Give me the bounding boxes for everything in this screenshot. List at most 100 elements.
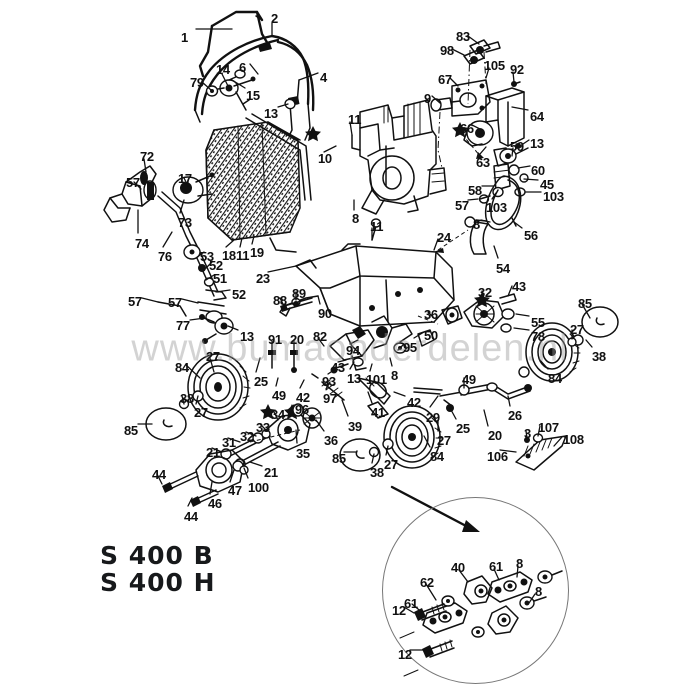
callout-96: 96 (295, 402, 309, 417)
callout-44: 44 (152, 467, 166, 482)
callout-79: 79 (190, 75, 204, 90)
callout-85: 85 (124, 423, 138, 438)
callout-106: 106 (487, 449, 508, 464)
callout-63: 63 (476, 155, 490, 170)
callout-74: 74 (135, 236, 149, 251)
callout-9: 9 (424, 91, 431, 106)
detail-callout-8: 8 (516, 556, 523, 571)
detail-view-circle (382, 497, 569, 684)
callout-54: 54 (496, 261, 510, 276)
callout-91: 91 (268, 332, 282, 347)
callout-43: 43 (512, 279, 526, 294)
callout-50: 50 (424, 328, 438, 343)
callout-64: 64 (530, 109, 544, 124)
callout-105: 105 (484, 58, 505, 73)
model-designation: S 400 B S 400 H (100, 541, 216, 597)
callout-59: 59 (510, 139, 524, 154)
callout-103: 103 (486, 200, 507, 215)
callout-3: 3 (524, 426, 531, 441)
callout-31: 31 (222, 435, 236, 450)
callout-76: 76 (158, 249, 172, 264)
callout-60: 60 (531, 163, 545, 178)
callout-55: 55 (531, 315, 545, 330)
callout-46: 46 (208, 496, 222, 511)
model-line-1: S 400 B (100, 541, 214, 570)
callout-14: 14 (216, 62, 230, 77)
callout-84: 84 (430, 449, 444, 464)
callout-101: 101 (366, 372, 387, 387)
callout-93: 93 (322, 374, 336, 389)
callout-19: 19 (250, 245, 264, 260)
callout-57: 57 (455, 198, 469, 213)
callout-82: 82 (313, 329, 327, 344)
callout-42: 42 (407, 395, 421, 410)
callout-8: 8 (352, 211, 359, 226)
callout-57: 57 (126, 175, 140, 190)
callout-97: 97 (323, 391, 337, 406)
callout-57: 57 (128, 294, 142, 309)
callout-94: 94 (346, 343, 360, 358)
callout-108: 108 (563, 432, 584, 447)
callout-84: 84 (175, 360, 189, 375)
callout-56: 56 (524, 228, 538, 243)
callout-18: 18 (222, 248, 236, 263)
callout-13: 13 (264, 106, 278, 121)
callout-35: 35 (296, 446, 310, 461)
callout-25: 25 (254, 374, 268, 389)
detail-callout-12: 12 (398, 647, 412, 662)
callout-58: 58 (468, 183, 482, 198)
callout-43: 43 (331, 360, 345, 375)
callout-11: 11 (370, 219, 384, 234)
callout-38: 38 (370, 465, 384, 480)
callout-51: 51 (213, 271, 227, 286)
callout-13: 13 (347, 371, 361, 386)
callout-39: 39 (348, 419, 362, 434)
callout-27: 27 (206, 349, 220, 364)
detail-callout-40: 40 (451, 560, 465, 575)
callout-32: 32 (240, 429, 254, 444)
callout-10: 10 (318, 151, 332, 166)
callout-52: 52 (209, 258, 223, 273)
callout-45: 45 (540, 177, 554, 192)
detail-callout-12: 12 (392, 603, 406, 618)
callout-21: 21 (206, 445, 220, 460)
callout-4: 4 (320, 70, 327, 85)
callout-78: 78 (531, 329, 545, 344)
callout-85: 85 (578, 296, 592, 311)
callout-53: 53 (200, 249, 214, 264)
callout-90: 90 (318, 306, 332, 321)
detail-callout-8: 8 (535, 584, 542, 599)
callout-72: 72 (140, 149, 154, 164)
callout-49: 49 (272, 388, 286, 403)
callout-21: 21 (264, 465, 278, 480)
callout-103: 103 (543, 189, 564, 204)
callout-6: 6 (239, 60, 246, 75)
detail-callout-61: 61 (489, 559, 503, 574)
detail-callout-62: 62 (420, 575, 434, 590)
callout-89: 89 (292, 286, 306, 301)
callout-27: 27 (384, 457, 398, 472)
callout-33: 33 (256, 420, 270, 435)
callout-57: 57 (168, 295, 182, 310)
callout-27: 27 (437, 433, 451, 448)
callout-52: 52 (232, 287, 246, 302)
callout-92: 92 (510, 62, 524, 77)
callout-27: 27 (570, 322, 584, 337)
model-line-2: S 400 H (100, 567, 216, 597)
callout-44: 44 (184, 509, 198, 524)
callout-98: 98 (440, 43, 454, 58)
callout-11: 11 (348, 112, 362, 127)
callout-73: 73 (178, 215, 192, 230)
callout-32: 32 (478, 285, 492, 300)
callout-66: 66 (460, 121, 474, 136)
callout-84: 84 (548, 371, 562, 386)
callout-77: 77 (176, 318, 190, 333)
callout-2: 2 (271, 11, 278, 26)
detail-callout-61: 61 (404, 596, 418, 611)
callout-38: 38 (592, 349, 606, 364)
callout-95: 95 (403, 340, 417, 355)
callout-17: 17 (178, 171, 192, 186)
callout-38: 38 (180, 391, 194, 406)
callout-26: 26 (508, 408, 522, 423)
callout-13: 13 (530, 136, 544, 151)
